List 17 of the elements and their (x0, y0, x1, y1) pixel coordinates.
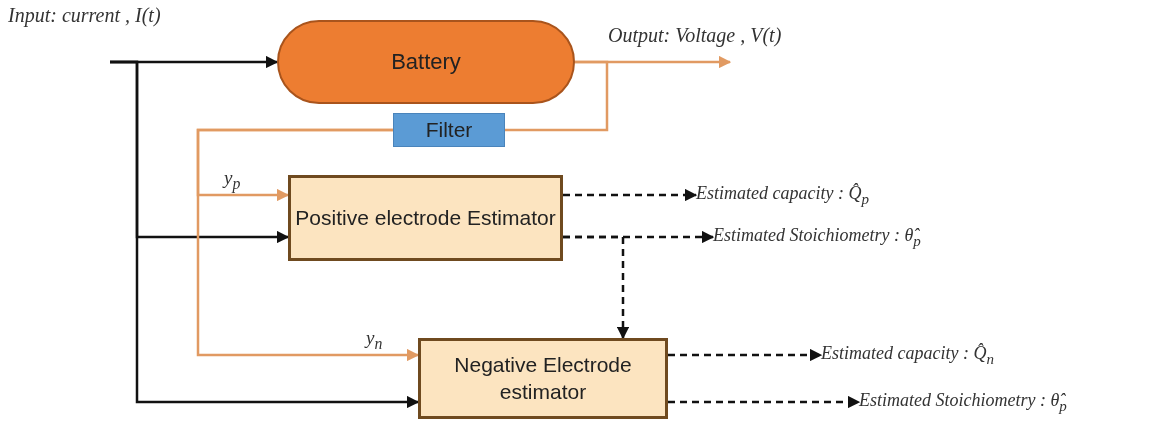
battery-block: Battery (277, 20, 575, 104)
output-text: Estimated Stoichiometry : θ̂$_{p}$ (859, 389, 1067, 415)
output-text: Estimated capacity : Q̂$_{p}$ (696, 182, 869, 208)
estimator-block: Positive electrode Estimator (288, 175, 563, 261)
dashed-arrow (563, 235, 630, 340)
output-text: Estimated capacity : Q̂$_{n}$ (821, 342, 994, 368)
arrow (196, 128, 420, 362)
dashed-arrow (563, 188, 698, 202)
output-label: Output: Voltage , V(t) (608, 24, 782, 62)
connector-line (505, 60, 609, 132)
output-text: Estimated Stoichiometry : θ̂$_{p}$ (713, 224, 921, 250)
input-label: Input: current , I(t) (8, 4, 161, 62)
dashed-arrow (668, 348, 823, 362)
estimator-block: Negative Electrode estimator (418, 338, 668, 419)
filter-block: Filter (393, 113, 505, 147)
arrow (110, 60, 420, 409)
dashed-arrow (668, 395, 861, 409)
